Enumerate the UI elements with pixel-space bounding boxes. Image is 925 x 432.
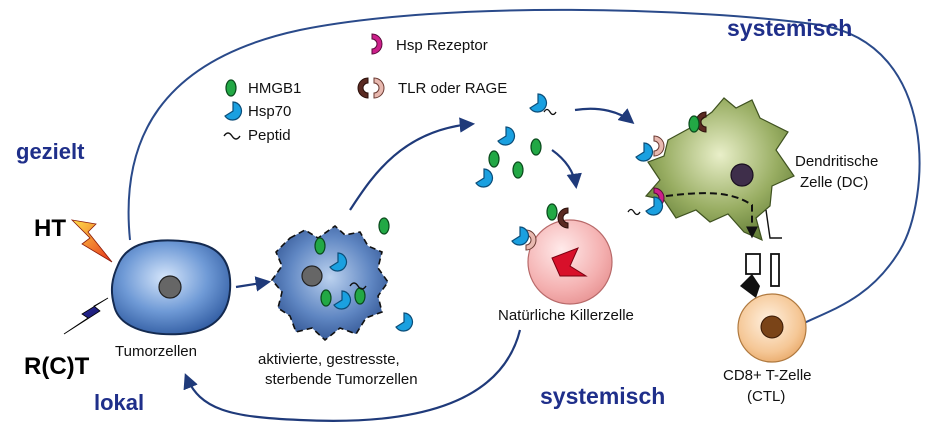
- hsp-receptor-legend-icon: [371, 33, 383, 55]
- legend-peptid: Peptid: [248, 127, 291, 144]
- label-tumorzellen: Tumorzellen: [115, 343, 197, 360]
- legend-hsp70: Hsp70: [248, 103, 291, 120]
- label-gezielt: gezielt: [16, 139, 85, 164]
- arrow-release-to-dc: [574, 107, 635, 124]
- tumor-cell: [110, 239, 232, 336]
- natural-killer-cell: [511, 203, 613, 305]
- label-tcell-line2: (CTL): [747, 388, 785, 405]
- label-systemisch-top: systemisch: [727, 15, 852, 41]
- label-activated-line1: aktivierte, gestresste,: [258, 351, 400, 368]
- peptide-legend-icon: [223, 132, 241, 140]
- arrow-tumor-to-stressed: [235, 276, 272, 292]
- label-nk-cell: Natürliche Killerzelle: [498, 307, 634, 324]
- hsp70-legend-icon: [224, 101, 243, 121]
- local-feedback-arrow: [183, 329, 522, 422]
- arrow-release-to-nk: [551, 149, 582, 190]
- label-ht: HT: [34, 215, 66, 242]
- cd8-t-cell: [737, 293, 807, 363]
- legend-hsp-receptor: Hsp Rezeptor: [396, 37, 488, 54]
- hmgb1-legend-icon: [225, 79, 237, 97]
- arrow-stressed-to-release: [349, 117, 476, 211]
- tlr-dark-legend-icon: [357, 77, 369, 99]
- label-lokal: lokal: [94, 390, 144, 415]
- label-rct: R(C)T: [24, 353, 90, 380]
- dendritic-cell: [627, 97, 795, 298]
- systemic-loop-top: [127, 8, 921, 326]
- label-activated-line2: sterbende Tumorzellen: [265, 371, 418, 388]
- tlr-light-legend-icon: [373, 77, 385, 99]
- legend-tlr-rage: TLR oder RAGE: [398, 80, 507, 97]
- label-dc-line2: Zelle (DC): [800, 174, 868, 191]
- hyperthermia-bolt-icon: [70, 219, 113, 263]
- label-dc-line1: Dendritische: [795, 153, 878, 170]
- label-tcell-line1: CD8+ T-Zelle: [723, 367, 812, 384]
- stressed-tumor-cell: [270, 224, 389, 342]
- radiation-bolt-icon: [63, 297, 109, 335]
- label-systemisch-bottom: systemisch: [540, 383, 665, 409]
- legend-hmgb1: HMGB1: [248, 80, 301, 97]
